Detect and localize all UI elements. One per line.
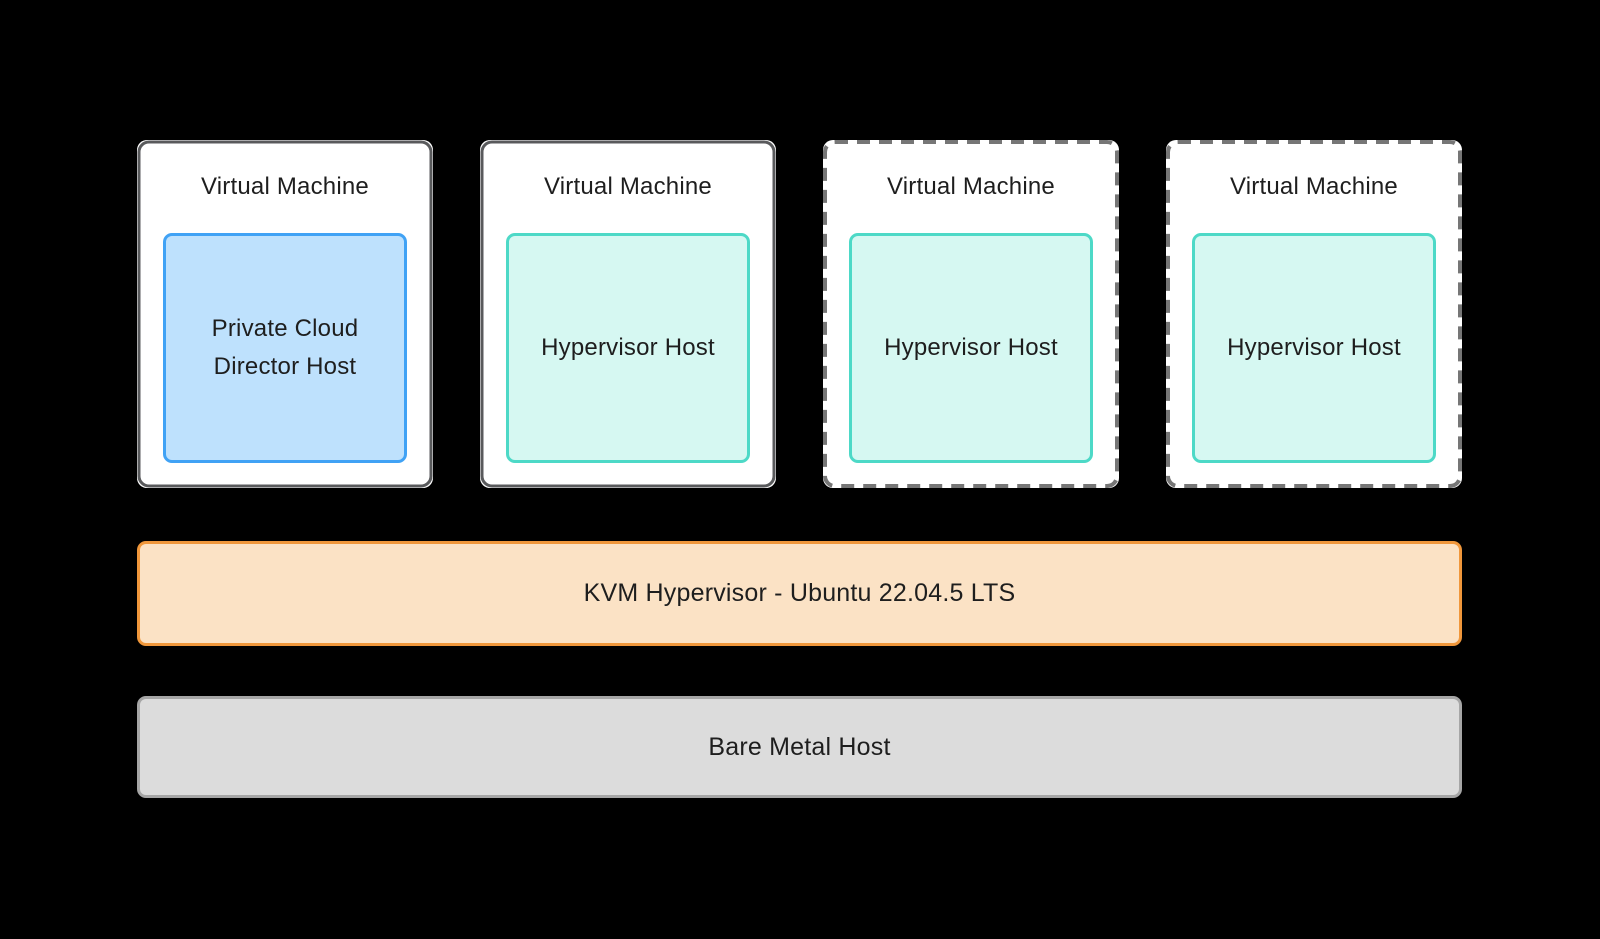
vm-card-1: Virtual Machine Private Cloud Director H… <box>137 140 433 488</box>
vm-card-4: Virtual Machine Hypervisor Host <box>1166 140 1462 488</box>
vm-card-2: Virtual Machine Hypervisor Host <box>480 140 776 488</box>
hypervisor-host-label: Hypervisor Host <box>1227 334 1401 361</box>
vm-card-title: Virtual Machine <box>1230 172 1398 200</box>
hypervisor-host-box: Hypervisor Host <box>849 233 1093 463</box>
bare-metal-host-layer: Bare Metal Host <box>137 696 1462 798</box>
vm-card-3: Virtual Machine Hypervisor Host <box>823 140 1119 488</box>
vm-card-title: Virtual Machine <box>201 172 369 200</box>
private-cloud-director-host-box: Private Cloud Director Host <box>163 233 407 463</box>
hypervisor-host-box: Hypervisor Host <box>1192 233 1436 463</box>
hypervisor-host-label: Hypervisor Host <box>541 334 715 361</box>
vm-card-title: Virtual Machine <box>544 172 712 200</box>
vm-cards-row: Virtual Machine Private Cloud Director H… <box>137 140 1462 488</box>
hypervisor-host-label: Hypervisor Host <box>884 334 1058 361</box>
kvm-hypervisor-layer: KVM Hypervisor - Ubuntu 22.04.5 LTS <box>137 541 1462 646</box>
bare-metal-host-label: Bare Metal Host <box>708 732 891 761</box>
kvm-hypervisor-label: KVM Hypervisor - Ubuntu 22.04.5 LTS <box>583 579 1016 607</box>
vm-card-title: Virtual Machine <box>887 172 1055 200</box>
hypervisor-host-box: Hypervisor Host <box>506 233 750 463</box>
private-cloud-director-host-label: Private Cloud Director Host <box>211 315 359 380</box>
